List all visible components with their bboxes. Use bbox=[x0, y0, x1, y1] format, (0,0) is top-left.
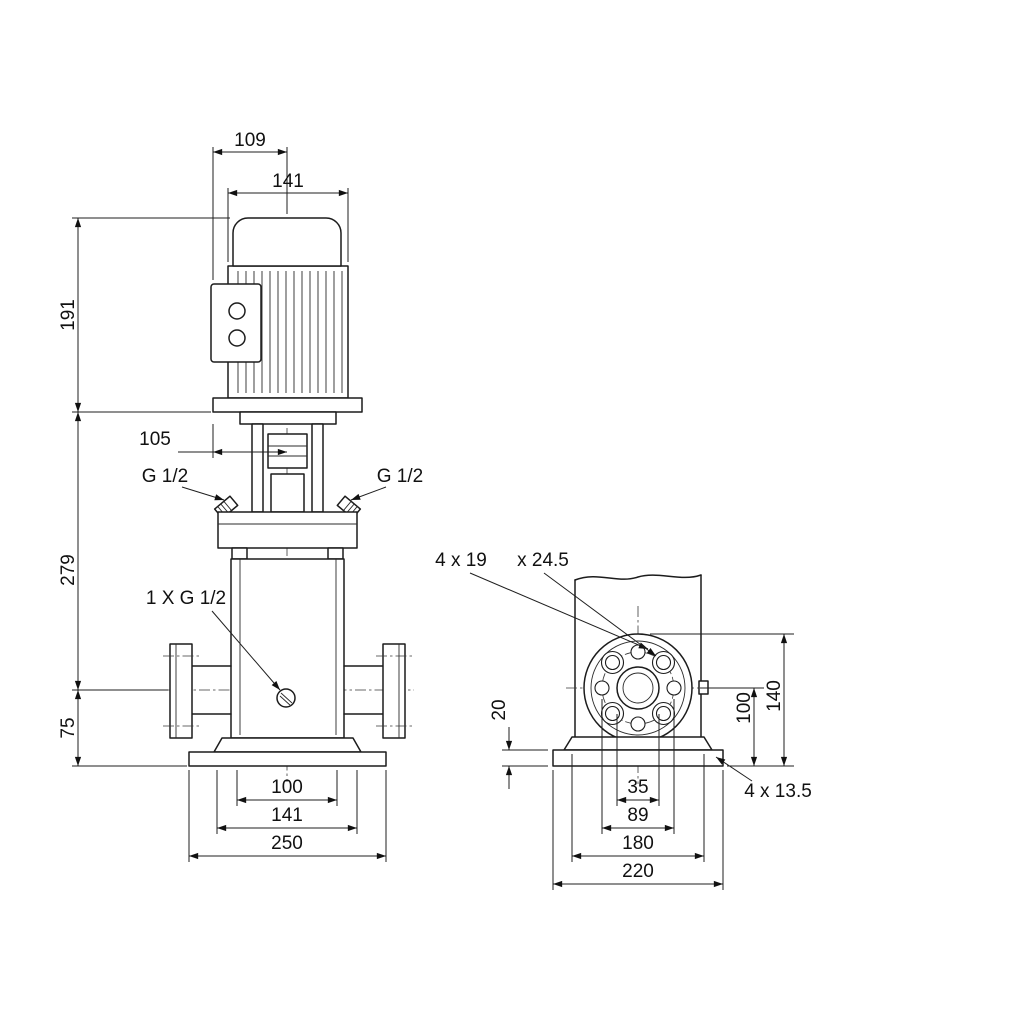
dim-141-top-label: 141 bbox=[272, 171, 304, 192]
side-view: 4 x 19 x 24.5 20 100 140 35 89 180 bbox=[435, 550, 812, 890]
bolt-hole bbox=[594, 680, 610, 696]
sleeve bbox=[230, 558, 345, 739]
base-front bbox=[188, 737, 387, 767]
flange-bore-inner bbox=[622, 672, 654, 704]
dim-75-label: 75 bbox=[58, 717, 79, 738]
chamber-stack bbox=[230, 558, 345, 739]
port-right-label: G 1/2 bbox=[377, 466, 423, 487]
dim-105-label: 105 bbox=[139, 429, 171, 450]
right-flange-hole-centerlines bbox=[376, 655, 412, 727]
base-foot bbox=[213, 737, 362, 753]
drain-plug bbox=[276, 688, 296, 708]
dim-250-label: 250 bbox=[271, 833, 303, 854]
side-sleeve bbox=[574, 574, 702, 738]
motor bbox=[210, 217, 363, 425]
motor-top-cap bbox=[232, 217, 342, 267]
bolt-hole bbox=[630, 716, 646, 732]
dim-100-label: 100 bbox=[271, 777, 303, 798]
motor-stool-plate bbox=[239, 411, 337, 425]
coupling bbox=[267, 433, 308, 469]
right-flange-face bbox=[382, 643, 406, 739]
pump-head-body bbox=[217, 511, 358, 549]
bolt-hole bbox=[655, 654, 672, 671]
dim-141-bottom-label: 141 bbox=[271, 805, 303, 826]
left-pipe bbox=[191, 665, 232, 715]
side-flange bbox=[583, 633, 709, 743]
lantern-column-right bbox=[311, 423, 324, 513]
staybolt-nut-left bbox=[231, 547, 248, 560]
bolt-hole bbox=[666, 680, 682, 696]
front-view: 109 141 191 279 75 105 G 1/2 G 1/2 bbox=[58, 130, 423, 862]
staybolts bbox=[239, 559, 337, 735]
side-base-plate bbox=[552, 749, 724, 767]
flange-holes-label: 4 x 19 bbox=[435, 550, 487, 571]
terminal-box bbox=[210, 283, 262, 363]
drain-label: 1 X G 1/2 bbox=[146, 588, 226, 609]
base-holes-label: 4 x 13.5 bbox=[744, 781, 812, 802]
cable-entry-bottom bbox=[228, 329, 246, 347]
dim-109-label: 109 bbox=[234, 130, 266, 151]
dim-20-label: 20 bbox=[489, 699, 510, 720]
dim-89-label: 89 bbox=[627, 805, 648, 826]
bolt-hole bbox=[604, 705, 621, 722]
dim-35-label: 35 bbox=[627, 777, 648, 798]
coupling-split-lines bbox=[268, 445, 307, 457]
side-dimensions: 4 x 19 x 24.5 20 100 140 35 89 180 bbox=[435, 550, 812, 890]
base-plate bbox=[188, 751, 387, 767]
dim-279-label: 279 bbox=[58, 554, 79, 586]
coupling-section bbox=[251, 423, 324, 513]
pump-head bbox=[213, 495, 362, 560]
dim-180-label: 180 bbox=[622, 833, 654, 854]
right-pipe bbox=[343, 665, 384, 715]
side-base bbox=[552, 736, 724, 767]
staybolt-nut-right bbox=[327, 547, 344, 560]
side-base-foot bbox=[563, 736, 713, 751]
flange-counterbore-label: x 24.5 bbox=[517, 550, 569, 571]
bolt-hole bbox=[604, 654, 621, 671]
bolt-hole bbox=[655, 705, 672, 722]
dim-191-label: 191 bbox=[58, 299, 79, 331]
break-line bbox=[574, 574, 702, 581]
dim-140-label: 140 bbox=[764, 680, 785, 712]
lantern-column-left bbox=[251, 423, 264, 513]
port-flanges bbox=[163, 643, 412, 739]
front-dimensions: 109 141 191 279 75 105 G 1/2 G 1/2 bbox=[58, 130, 423, 862]
port-left-label: G 1/2 bbox=[142, 466, 188, 487]
left-flange-face bbox=[169, 643, 193, 739]
dim-220-label: 220 bbox=[622, 861, 654, 882]
left-flange-hole-centerlines bbox=[163, 655, 199, 727]
dim-100-side-label: 100 bbox=[734, 692, 755, 724]
motor-flange bbox=[212, 397, 363, 413]
flange-raised-face bbox=[590, 640, 686, 736]
cable-entry-top bbox=[228, 302, 246, 320]
shaft-seal-block bbox=[270, 473, 305, 513]
